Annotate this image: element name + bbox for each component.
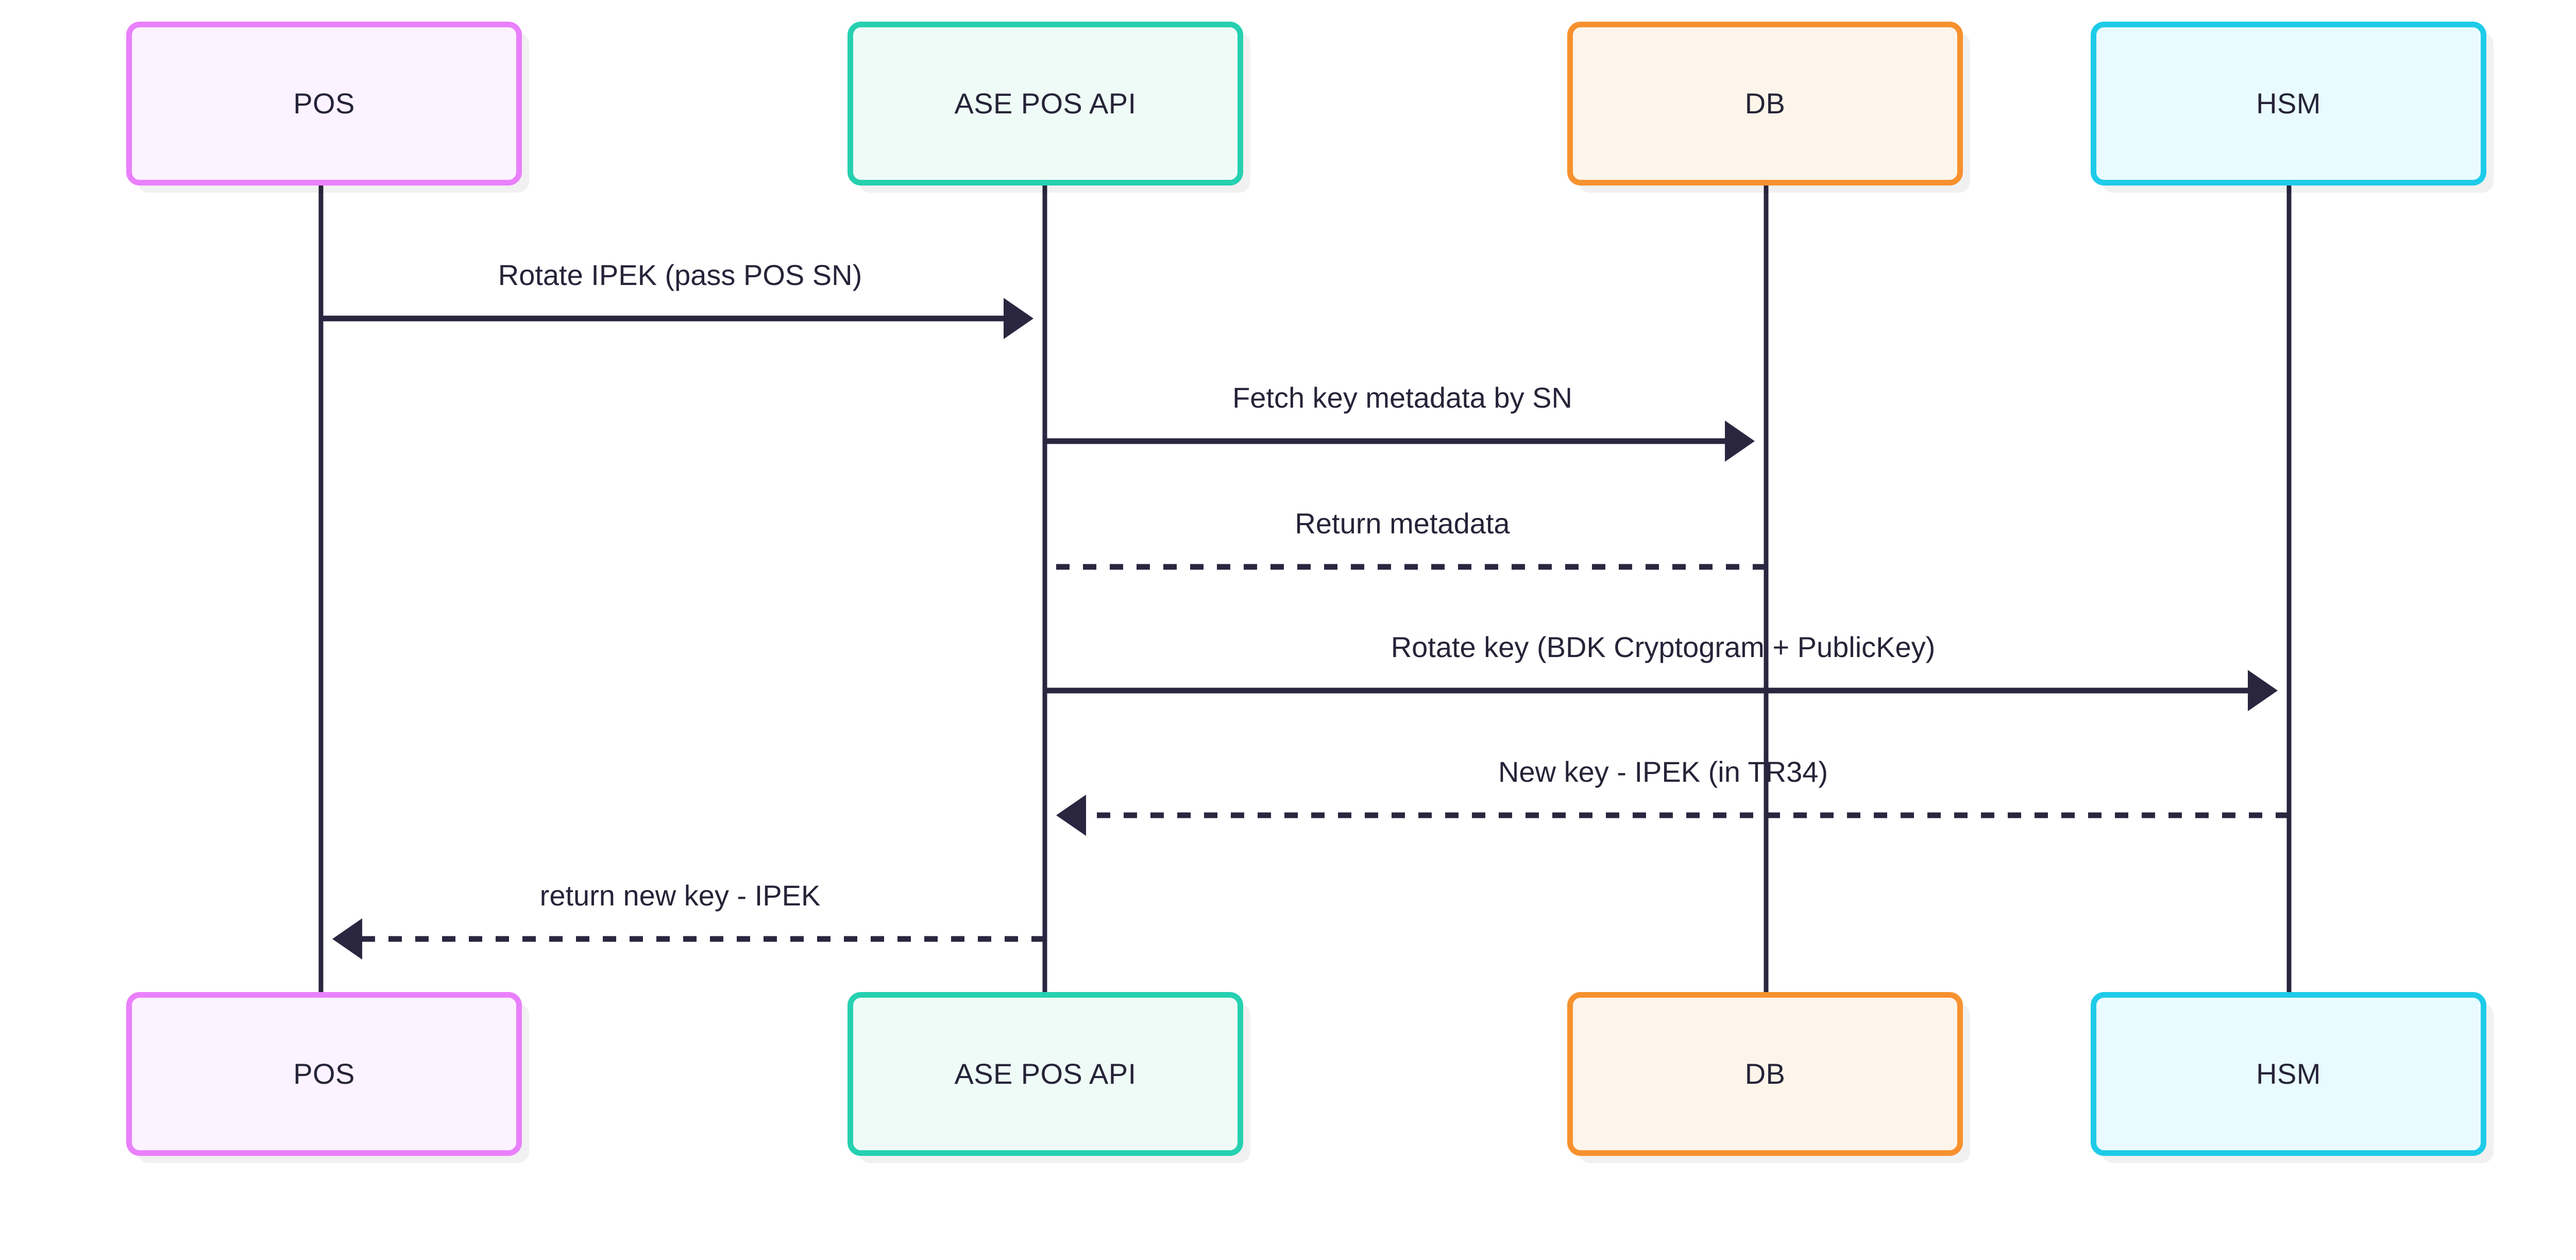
actor-label-ase_pos_api-bottom: ASE POS API (954, 1057, 1137, 1090)
actor-box-pos-top[interactable]: POS (126, 22, 522, 186)
actor-box-hsm-top[interactable]: HSM (2091, 22, 2486, 186)
actor-label-ase_pos_api-top: ASE POS API (954, 87, 1137, 120)
message-arrowhead-2 (1725, 421, 1755, 462)
message-4 (1045, 670, 2278, 711)
message-6 (332, 918, 1045, 960)
actor-label-db-top: DB (1744, 87, 1786, 120)
actor-box-ase_pos_api-bottom[interactable]: ASE POS API (848, 992, 1243, 1156)
actor-label-hsm-bottom: HSM (2256, 1057, 2321, 1090)
actor-box-pos-bottom[interactable]: POS (126, 992, 522, 1156)
message-arrowhead-6 (332, 918, 362, 960)
actor-label-hsm-top: HSM (2256, 87, 2321, 120)
actor-box-db-top[interactable]: DB (1567, 22, 1963, 186)
message-arrowhead-4 (2248, 670, 2278, 711)
actor-label-pos-bottom: POS (293, 1057, 355, 1090)
actor-box-ase_pos_api-top[interactable]: ASE POS API (848, 22, 1243, 186)
actor-label-pos-top: POS (293, 87, 355, 120)
message-arrowhead-5 (1056, 795, 1086, 836)
actor-label-db-bottom: DB (1744, 1057, 1786, 1090)
message-arrowhead-1 (1004, 298, 1033, 339)
message-2 (1045, 421, 1755, 462)
actor-box-db-bottom[interactable]: DB (1567, 992, 1963, 1156)
message-1 (321, 298, 1033, 339)
message-5 (1056, 795, 2289, 836)
actor-box-hsm-bottom[interactable]: HSM (2091, 992, 2486, 1156)
